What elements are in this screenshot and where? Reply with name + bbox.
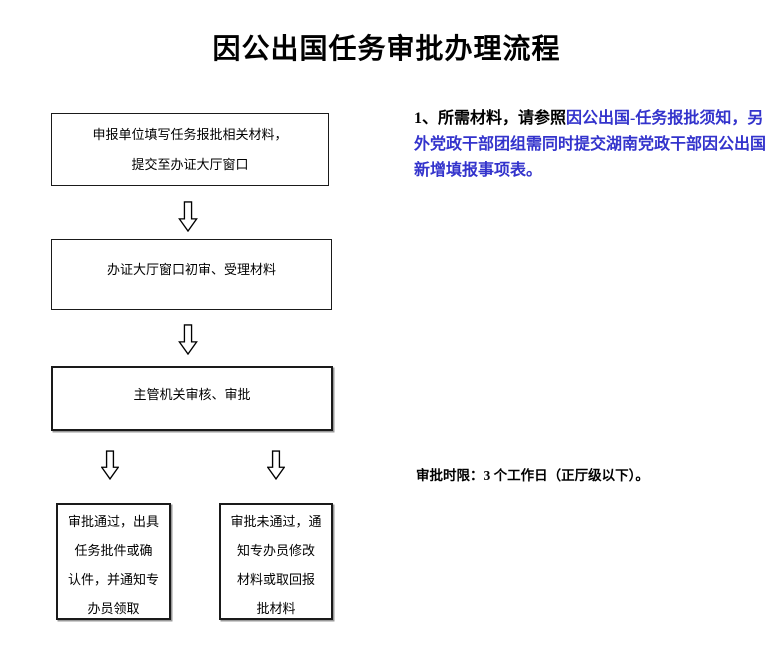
flow-step-initial-review: 办证大厅窗口初审、受理材料 xyxy=(51,239,332,310)
page-title: 因公出国任务审批办理流程 xyxy=(212,34,561,65)
note-approval-time-limit: 审批时限：3 个工作日（正厅级以下）。 xyxy=(416,468,649,483)
down-arrow-icon xyxy=(267,450,285,480)
flow-step-text: 提交至办证大厅窗口 xyxy=(131,156,249,172)
down-arrow-icon xyxy=(178,201,198,232)
flow-step-authority-approval: 主管机关审核、审批 xyxy=(51,366,333,431)
down-arrow-icon xyxy=(101,450,119,480)
flow-step-text: 任务批件或确 xyxy=(74,543,153,558)
down-arrow-icon xyxy=(178,324,198,355)
flow-step-text: 申报单位填写任务报批相关材料， xyxy=(92,126,288,142)
flow-step-submit-materials: 申报单位填写任务报批相关材料， 提交至办证大厅窗口 xyxy=(51,113,329,186)
flow-step-text: 审批未通过，通 xyxy=(230,514,322,529)
flow-step-text: 批材料 xyxy=(256,601,296,616)
flow-step-text: 知专办员修改 xyxy=(236,543,315,558)
flow-step-text: 认件，并通知专 xyxy=(67,572,159,587)
flow-step-text: 主管机关审核、审批 xyxy=(133,386,251,402)
flow-step-text: 办证大厅窗口初审、受理材料 xyxy=(106,261,276,277)
flow-step-rejected: 审批未通过，通 知专办员修改 材料或取回报 批材料 xyxy=(219,503,333,620)
note-prefix-text: 1、所需材料，请参照 xyxy=(414,110,567,127)
flow-step-text: 办员领取 xyxy=(87,601,140,616)
link-task-approval-notice[interactable]: 因公出国-任务报批须知，另 xyxy=(566,110,764,127)
flow-step-text: 材料或取回报 xyxy=(236,572,315,587)
flow-step-approved: 审批通过，出具 任务批件或确 认件，并通知专 办员领取 xyxy=(56,503,171,620)
note-required-materials: 1、所需材料，请参照因公出国-任务报批须知，另 外党政干部团组需同时提交湖南党政… xyxy=(414,106,773,184)
link-task-approval-notice[interactable]: 外党政干部团组需同时提交湖南党政干部因公出国 xyxy=(414,136,767,153)
flow-step-text: 审批通过，出具 xyxy=(67,514,159,529)
link-task-approval-notice[interactable]: 新增填报事项表。 xyxy=(414,162,543,179)
